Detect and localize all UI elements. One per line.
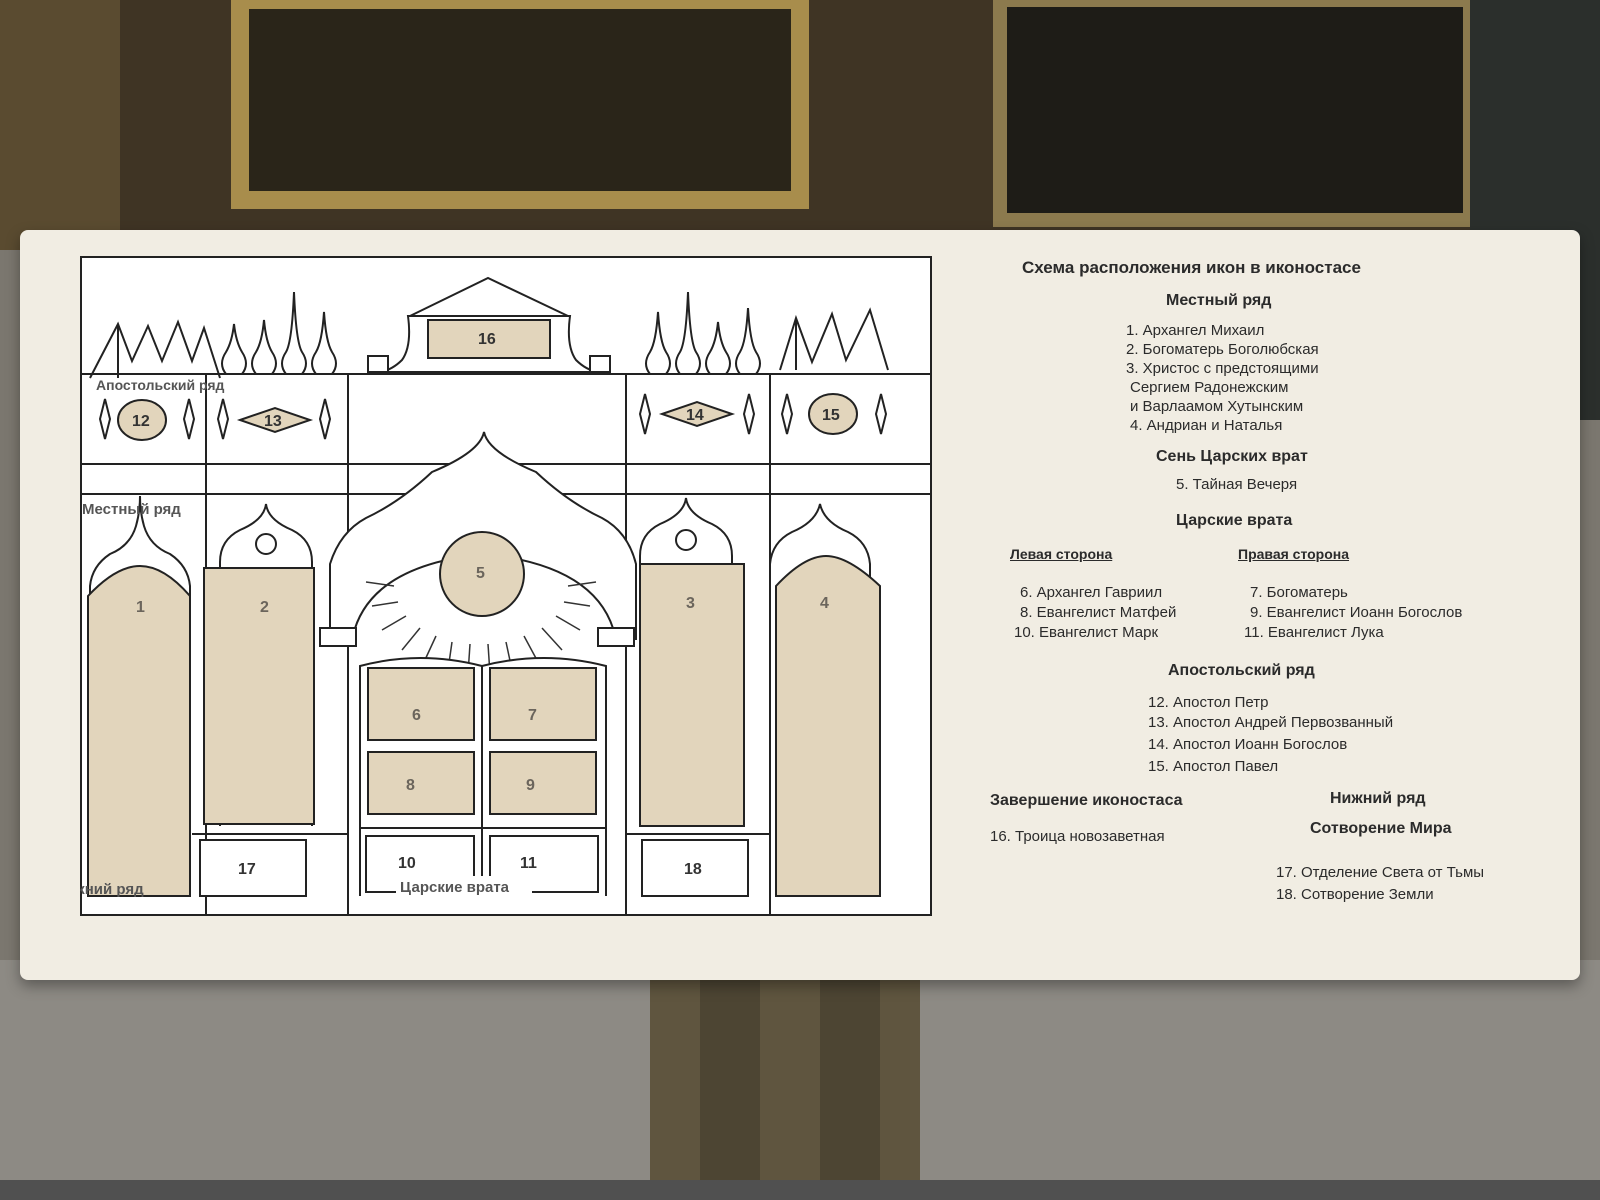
completion-line-1: 16. Троица новозаветная — [990, 828, 1165, 845]
lower-row-heading: Нижний ряд — [1330, 790, 1426, 807]
local-row-line-6: 4. Андриан и Наталья — [1130, 417, 1283, 434]
label-apostolic-row: Апостольский ряд — [96, 377, 225, 393]
label-local-row: Местный ряд — [82, 501, 181, 518]
number-8: 8 — [406, 777, 415, 794]
royal-doors-right-1: 7. Богоматерь — [1250, 584, 1348, 601]
apostolic-row-line-1: 12. Апостол Петр — [1148, 694, 1269, 711]
icon-15 — [808, 393, 858, 435]
local-row-line-3: 3. Христос с предстоящими — [1126, 360, 1319, 377]
icon-12 — [117, 399, 167, 441]
royal-doors — [319, 431, 637, 896]
icon-7 — [489, 667, 597, 741]
royal-doors-left-3: 10. Евангелист Марк — [1014, 624, 1159, 641]
number-7: 7 — [528, 707, 537, 724]
number-15: 15 — [822, 407, 840, 424]
icon-6 — [367, 667, 475, 741]
icon-14 — [658, 400, 736, 428]
legend: Схема расположения икон в иконостасе Мес… — [940, 258, 1560, 938]
number-11: 11 — [520, 855, 537, 872]
icon-8 — [367, 751, 475, 815]
label-lower-row: Нижний ряд — [80, 881, 144, 898]
royal-doors-heading: Царские врата — [1176, 512, 1293, 529]
legend-title: Схема расположения икон в иконостасе — [1022, 258, 1361, 277]
apostolic-row-line-2: 13. Апостол Андрей Первозванный — [1148, 714, 1394, 731]
royal-doors-left-1: 6. Архангел Гавриил — [1020, 584, 1163, 601]
lower-row — [199, 839, 749, 897]
lower-row-line-2: 18. Сотворение Земли — [1276, 886, 1434, 903]
icon-18 — [641, 839, 749, 897]
number-10: 10 — [398, 855, 416, 872]
royal-doors-left-heading: Левая сторона — [1010, 546, 1113, 562]
local-row-line-4: Сергием Радонежским — [1130, 379, 1289, 396]
icon-2 — [203, 567, 315, 825]
number-5: 5 — [476, 565, 485, 582]
icon-9 — [489, 751, 597, 815]
icon-17 — [199, 839, 307, 897]
number-13: 13 — [264, 413, 282, 430]
royal-doors-left-2: 8. Евангелист Матфей — [1020, 604, 1177, 621]
number-9: 9 — [526, 777, 535, 794]
icon-13 — [236, 406, 314, 434]
apostolic-row-line-4: 15. Апостол Павел — [1148, 758, 1279, 775]
completion-heading: Завершение иконостаса — [990, 792, 1183, 809]
local-row-line-1: 1. Архангел Михаил — [1126, 322, 1265, 339]
number-14: 14 — [686, 407, 704, 424]
label-royal-doors: Царские врата — [400, 879, 510, 896]
local-row-heading: Местный ряд — [1166, 292, 1272, 309]
iconostasis-diagram: 1 2 3 4 5 6 7 8 9 10 11 12 13 14 15 16 1… — [80, 256, 932, 916]
icon-5 — [439, 531, 525, 617]
number-6: 6 — [412, 707, 421, 724]
royal-doors-right-2: 9. Евангелист Иоанн Богослов — [1250, 604, 1463, 621]
number-16: 16 — [478, 331, 496, 348]
number-2: 2 — [260, 599, 269, 616]
local-row — [87, 495, 881, 897]
number-1: 1 — [136, 599, 145, 616]
canopy-line-1: 5. Тайная Вечеря — [1176, 476, 1298, 493]
royal-doors-right-3: 11. Евангелист Лука — [1244, 624, 1384, 641]
lower-row-line-1: 17. Отделение Света от Тьмы — [1276, 864, 1485, 881]
number-4: 4 — [820, 595, 829, 612]
icon-numbers: 1 2 3 4 5 6 7 8 9 10 11 12 13 14 15 16 1… — [132, 331, 840, 878]
lower-row-subheading: Сотворение Мира — [1310, 820, 1452, 837]
apostolic-row — [98, 319, 888, 441]
number-18: 18 — [684, 861, 702, 878]
icon-16 — [427, 319, 551, 359]
royal-doors-right-heading: Правая сторона — [1238, 546, 1350, 562]
number-17: 17 — [238, 861, 256, 878]
apostolic-row-line-3: 14. Апостол Иоанн Богослов — [1148, 736, 1348, 753]
local-row-line-2: 2. Богоматерь Боголюбская — [1126, 341, 1319, 358]
local-row-line-5: и Варлаамом Хутынским — [1130, 398, 1304, 415]
number-3: 3 — [686, 595, 695, 612]
canopy-heading: Сень Царских врат — [1156, 448, 1308, 465]
icon-3 — [639, 563, 745, 827]
apostolic-row-heading: Апостольский ряд — [1168, 662, 1315, 679]
number-12: 12 — [132, 413, 150, 430]
icon-1 — [87, 564, 191, 897]
icon-4 — [775, 554, 881, 897]
